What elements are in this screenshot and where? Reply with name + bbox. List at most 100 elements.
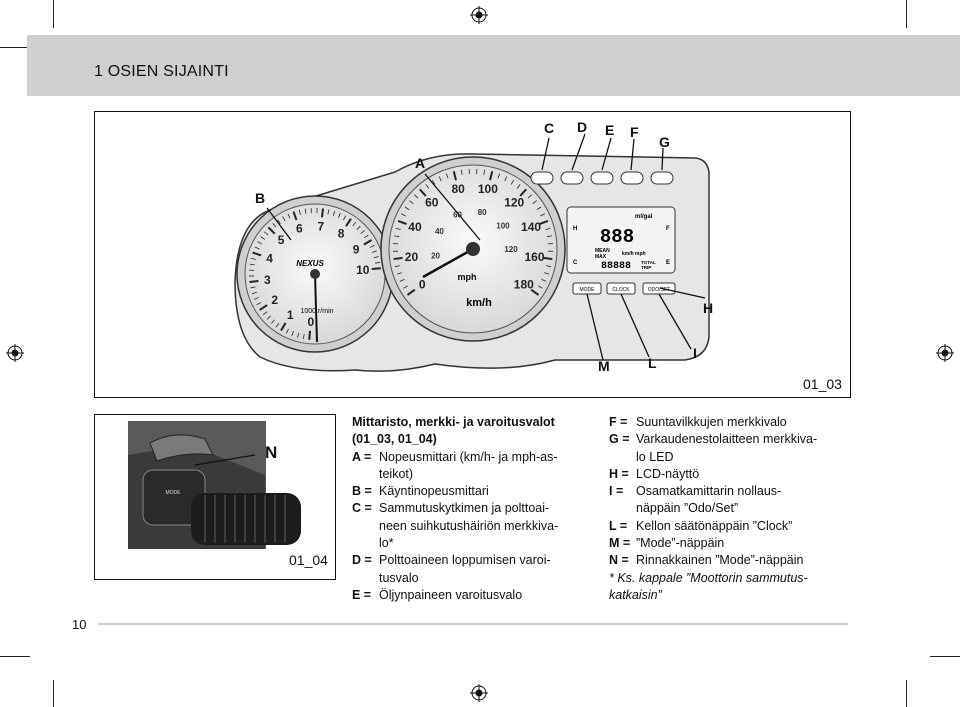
speedometer-tick [419, 188, 427, 197]
lcd-display: ml/gal H C F E 888 MEAN MAX km/h mph 888… [566, 206, 676, 274]
tachometer-tick [308, 330, 312, 340]
legend-key: H = [609, 466, 629, 481]
callout-h: H [703, 300, 714, 316]
legend-key: M = [609, 536, 631, 551]
tachometer-tick [256, 302, 262, 306]
tachometer-tick [302, 333, 305, 340]
legend-item: L = Kellon säätönäppäin ”Clock” [609, 518, 859, 535]
legend-heading: Mittaristo, merkki- ja varoitusvalot [352, 415, 555, 429]
speedometer-tick [546, 265, 552, 268]
speedometer-tick-label: 0 [419, 278, 426, 292]
tachometer-tick [297, 332, 300, 338]
tachometer-tick [264, 231, 269, 236]
speedometer-tick [539, 219, 549, 226]
mph-label: mph [458, 272, 477, 282]
speedometer-tick [396, 272, 402, 275]
tachometer-tick [260, 236, 266, 240]
legend-key: B = [352, 484, 372, 499]
legend-item: B =Käyntinopeusmittari [352, 483, 592, 500]
tachometer-tick [250, 286, 256, 289]
crop-mark [906, 0, 907, 28]
legend-text: Polttoaineen loppumisen varoi- [379, 553, 551, 568]
tachometer-tick-label: 0 [307, 315, 314, 329]
registration-mark-icon [470, 684, 488, 702]
tachometer-brand: NEXUS [296, 259, 324, 268]
crop-mark [0, 656, 30, 657]
legend-key: N = [609, 553, 629, 568]
lcd-max-label: MAX [595, 254, 607, 260]
speedometer-tick [544, 272, 550, 275]
speedometer-tick [510, 179, 515, 185]
tachometer-tick [327, 209, 330, 215]
speedometer-tick [545, 227, 551, 230]
speedometer-tick [438, 176, 442, 182]
page-rule [98, 623, 848, 625]
crop-mark [930, 656, 960, 657]
legend-text: Osamatkamittarin nollaus- [636, 484, 782, 499]
tachometer-tick [252, 251, 262, 257]
registration-mark-icon [936, 344, 954, 362]
mph-tick-label: 100 [496, 222, 510, 231]
tachometer-tick-label: 10 [356, 263, 370, 277]
registration-mark-icon [470, 6, 488, 24]
tachometer-tick [363, 239, 373, 246]
speedometer-tick-label: 160 [524, 250, 544, 264]
crop-mark [0, 47, 30, 48]
legend-left-column: Mittaristo, merkki- ja varoitusvalot (01… [352, 414, 592, 604]
speedometer-tick [404, 206, 410, 210]
legend-text: Kellon säätönäppäin ”Clock” [636, 518, 793, 533]
callout-f: F [630, 124, 639, 140]
legend-text: Suuntavilkkujen merkkivalo [636, 415, 787, 429]
legend-item: E =Öljynpaineen varoitusvalo [352, 587, 592, 604]
speedometer-tick [399, 279, 405, 282]
speedometer-tick [393, 256, 403, 261]
callout-n: N [265, 443, 278, 462]
speedometer-tick [409, 200, 414, 204]
speedometer-tick [431, 179, 436, 185]
legend-item: N = Rinnakkainen ”Mode”-näppäin [609, 552, 859, 569]
legend-text: Varkaudenestolaitteen merkkiva- [636, 432, 818, 447]
callout-d: D [577, 119, 588, 135]
tachometer-tick [338, 212, 341, 218]
tachometer-tick [282, 216, 286, 222]
speedometer-tick [394, 265, 400, 268]
tachometer-tick [277, 219, 281, 225]
legend-text: Rinnakkainen ”Mode”-näppäin [636, 553, 804, 568]
speedometer-tick [425, 184, 430, 189]
legend-item: C =Sammutuskytkimen ja polttoai-neen sui… [352, 500, 592, 552]
mph-tick-label: 20 [431, 252, 440, 261]
legend-text: Sammutuskytkimen ja polttoai- [379, 501, 550, 516]
tachometer-tick [291, 330, 294, 336]
speedometer-tick [504, 176, 508, 182]
header-band [27, 35, 960, 96]
speedometer-tick [516, 184, 521, 189]
callout-i: I [693, 345, 697, 361]
handlebar-switch-illustration: MODE [128, 421, 301, 549]
crop-mark [53, 680, 54, 707]
legend-key: L = [609, 518, 628, 533]
speedometer-tick [406, 288, 416, 296]
lcd-unit-top: ml/gal [635, 214, 653, 220]
speedometer-tick-label: 40 [408, 220, 422, 234]
mode-button-label: MODE [580, 287, 596, 293]
tachometer-tick [363, 234, 369, 239]
lcd-mean-label: MEAN [595, 248, 610, 254]
legend-text: näppäin ”Odo/Set” [636, 501, 739, 516]
legend-text: lo* [379, 536, 394, 551]
lcd-f-label: F [666, 226, 670, 232]
mph-tick-label: 80 [478, 208, 487, 217]
legend-key: I = [609, 484, 624, 499]
legend-text: Nopeusmittari (km/h- ja mph-as- [379, 449, 558, 464]
tachometer-tick-label: 8 [338, 227, 345, 241]
legend-text: teikot) [379, 466, 414, 481]
lcd-odo-digits: 88888 [601, 261, 631, 272]
tachometer-tick [267, 226, 276, 235]
legend-footnote: * Ks. kappale ”Moottorin sammutus-katkai… [609, 570, 808, 602]
handlebar-switch-figure: MODE N [94, 414, 336, 580]
tachometer-tick-label: 6 [296, 222, 303, 236]
tachometer-tick [253, 297, 259, 300]
speed-unit: km/h [466, 297, 492, 309]
